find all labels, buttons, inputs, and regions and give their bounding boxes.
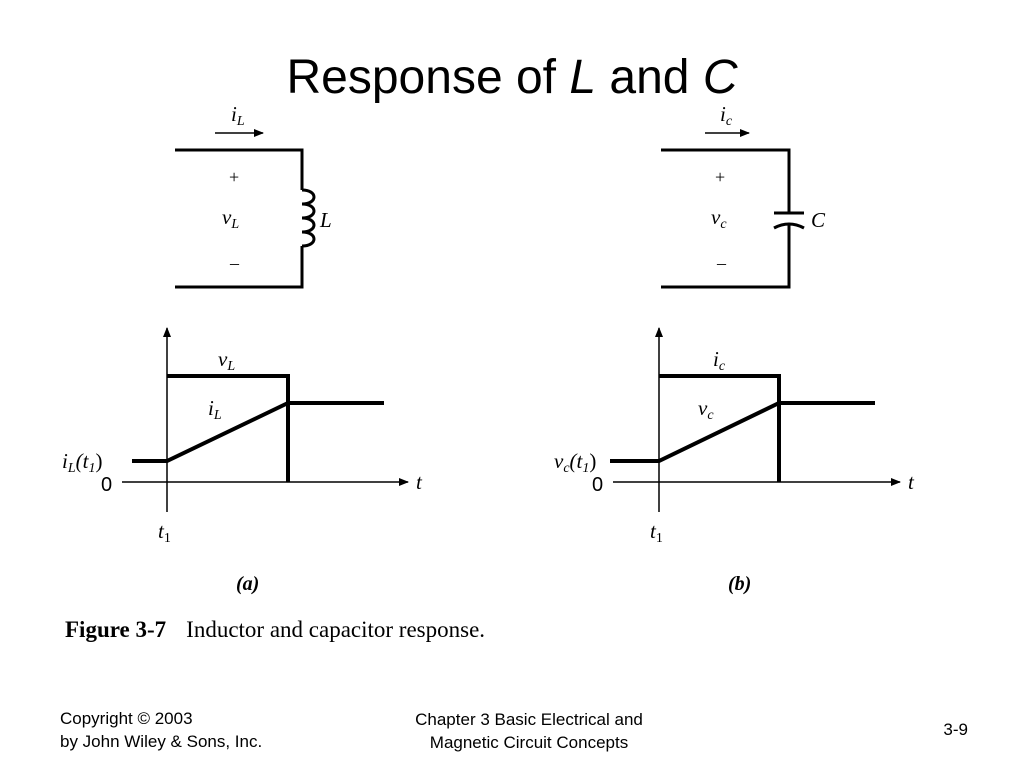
inductor-plus-sign: + <box>229 167 239 187</box>
inductor-current-label: iL <box>231 102 245 129</box>
panel-a-caption: (a) <box>236 573 259 595</box>
figure-caption-number: Figure 3-7 <box>65 617 166 642</box>
inductor-coil-icon <box>301 188 316 248</box>
inductor-element-label: L <box>319 208 332 232</box>
panel-b-caption: (b) <box>728 573 751 595</box>
capacitor-graph-voltage-label: vc <box>698 396 714 423</box>
capacitor-graph-current-label: ic <box>713 347 726 374</box>
inductor-graph-labels: vL iL iL(t1) 0 t t1 (a) <box>62 347 423 595</box>
capacitor-plus-sign: + <box>715 167 725 187</box>
slide-title: Response of L and C <box>0 48 1024 108</box>
inductor-graph-current-label: iL <box>208 396 222 423</box>
inductor-bottom-wire <box>175 246 304 289</box>
capacitor-voltage-label: vc <box>711 205 727 232</box>
footer-chapter-title: Chapter 3 Basic Electrical and Magnetic … <box>364 708 694 754</box>
capacitor-minus-sign: – <box>716 253 727 273</box>
inductor-graph-t-axis-label: t <box>416 470 423 494</box>
figure-caption-text: Inductor and capacitor response. <box>186 617 485 642</box>
inductor-graph-zero-label: 0 <box>101 474 112 496</box>
capacitor-graph <box>610 327 901 512</box>
capacitor-circuit <box>661 129 805 289</box>
inductor-current-ramp <box>132 401 384 463</box>
title-and: and <box>596 51 703 104</box>
capacitor-current-label: ic <box>720 102 733 129</box>
figure-caption: Figure 3-7 Inductor and capacitor respons… <box>65 617 485 642</box>
chapter-line-2: Magnetic Circuit Concepts <box>429 733 629 752</box>
capacitor-graph-t1-label: t1 <box>650 519 663 546</box>
capacitor-current-pulse <box>659 374 781 482</box>
inductor-circuit <box>175 129 316 289</box>
inductor-top-wire <box>175 148 304 190</box>
inductor-voltage-pulse <box>167 374 290 482</box>
capacitor-element-label: C <box>811 208 826 232</box>
capacitor-top-wire <box>661 148 791 213</box>
inductor-voltage-label: vL <box>222 205 239 232</box>
capacitor-graph-zero-label: 0 <box>592 474 603 496</box>
copyright-line-2: by John Wiley & Sons, Inc. <box>60 732 263 751</box>
capacitor-graph-labels: ic vc vc(t1) 0 t t1 (b) <box>554 347 915 595</box>
capacitor-bottom-wire <box>661 224 791 289</box>
copyright-line-1: Copyright © 2003 <box>60 709 193 728</box>
inductor-circuit-labels: iL + vL – L <box>222 102 332 273</box>
inductor-minus-sign: – <box>229 253 240 273</box>
footer-copyright: Copyright © 2003 by John Wiley & Sons, I… <box>60 707 262 753</box>
title-C: C <box>702 51 738 104</box>
capacitor-graph-t-axis-label: t <box>908 470 915 494</box>
inductor-graph-voltage-label: vL <box>218 347 235 374</box>
capacitor-initial-voltage-label: vc(t1) <box>554 449 596 476</box>
capacitor-voltage-ramp <box>610 401 875 463</box>
chapter-line-1: Chapter 3 Basic Electrical and <box>415 710 643 729</box>
inductor-graph <box>122 327 409 512</box>
inductor-initial-current-label: iL(t1) <box>62 449 102 476</box>
capacitor-circuit-labels: ic + vc – C <box>711 102 826 273</box>
page-number: 3-9 <box>943 720 968 739</box>
inductor-graph-t1-label: t1 <box>158 519 171 546</box>
title-prefix: Response of <box>286 51 570 104</box>
title-L: L <box>569 51 597 104</box>
